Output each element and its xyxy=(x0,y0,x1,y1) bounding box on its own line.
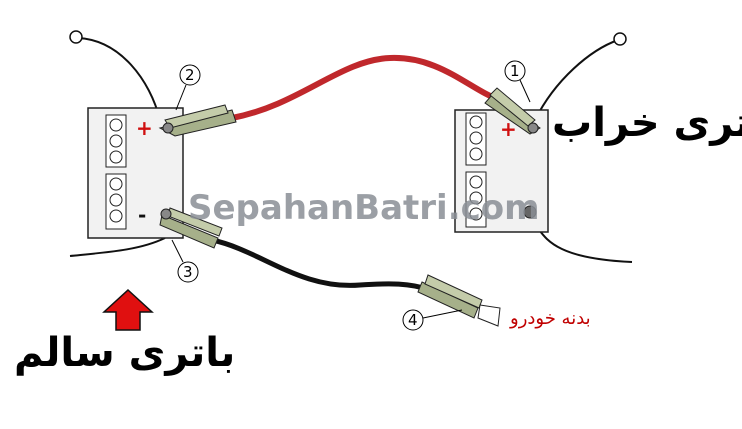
car-body-label: بدنه خودرو xyxy=(510,308,591,329)
watermark: SepahanBatri.com xyxy=(188,188,540,228)
clamp-4 xyxy=(417,274,501,327)
negative-sign: - xyxy=(138,203,146,227)
svg-text:4: 4 xyxy=(408,311,418,329)
good-battery-ground-wire xyxy=(69,237,166,257)
arrow-up-icon xyxy=(102,288,154,331)
marker-2: 2 xyxy=(175,64,201,111)
good-battery-label: باتری سالم xyxy=(14,330,236,376)
positive-sign: + xyxy=(136,116,153,140)
clamp-1 xyxy=(484,87,541,135)
clamp-3 xyxy=(159,207,223,249)
wire-end-terminal xyxy=(613,32,627,46)
negative-terminal xyxy=(523,205,537,219)
wire-end-terminal xyxy=(69,30,83,44)
bad-battery-label: باتری خراب xyxy=(552,100,742,146)
marker-1: 1 xyxy=(504,60,531,103)
marker-3: 3 xyxy=(171,239,199,283)
positive-sign: + xyxy=(500,117,517,141)
marker-4: 4 xyxy=(402,309,463,331)
svg-text:2: 2 xyxy=(185,66,195,84)
svg-text:3: 3 xyxy=(183,263,193,281)
clamp-2 xyxy=(158,104,237,137)
positive-jumper-cable xyxy=(231,54,502,121)
negative-jumper-cable xyxy=(211,237,431,293)
bad-battery: + xyxy=(454,109,549,233)
svg-text:1: 1 xyxy=(510,62,520,80)
good-battery-positive-wire xyxy=(77,37,161,121)
bad-battery-positive-wire xyxy=(534,39,619,121)
